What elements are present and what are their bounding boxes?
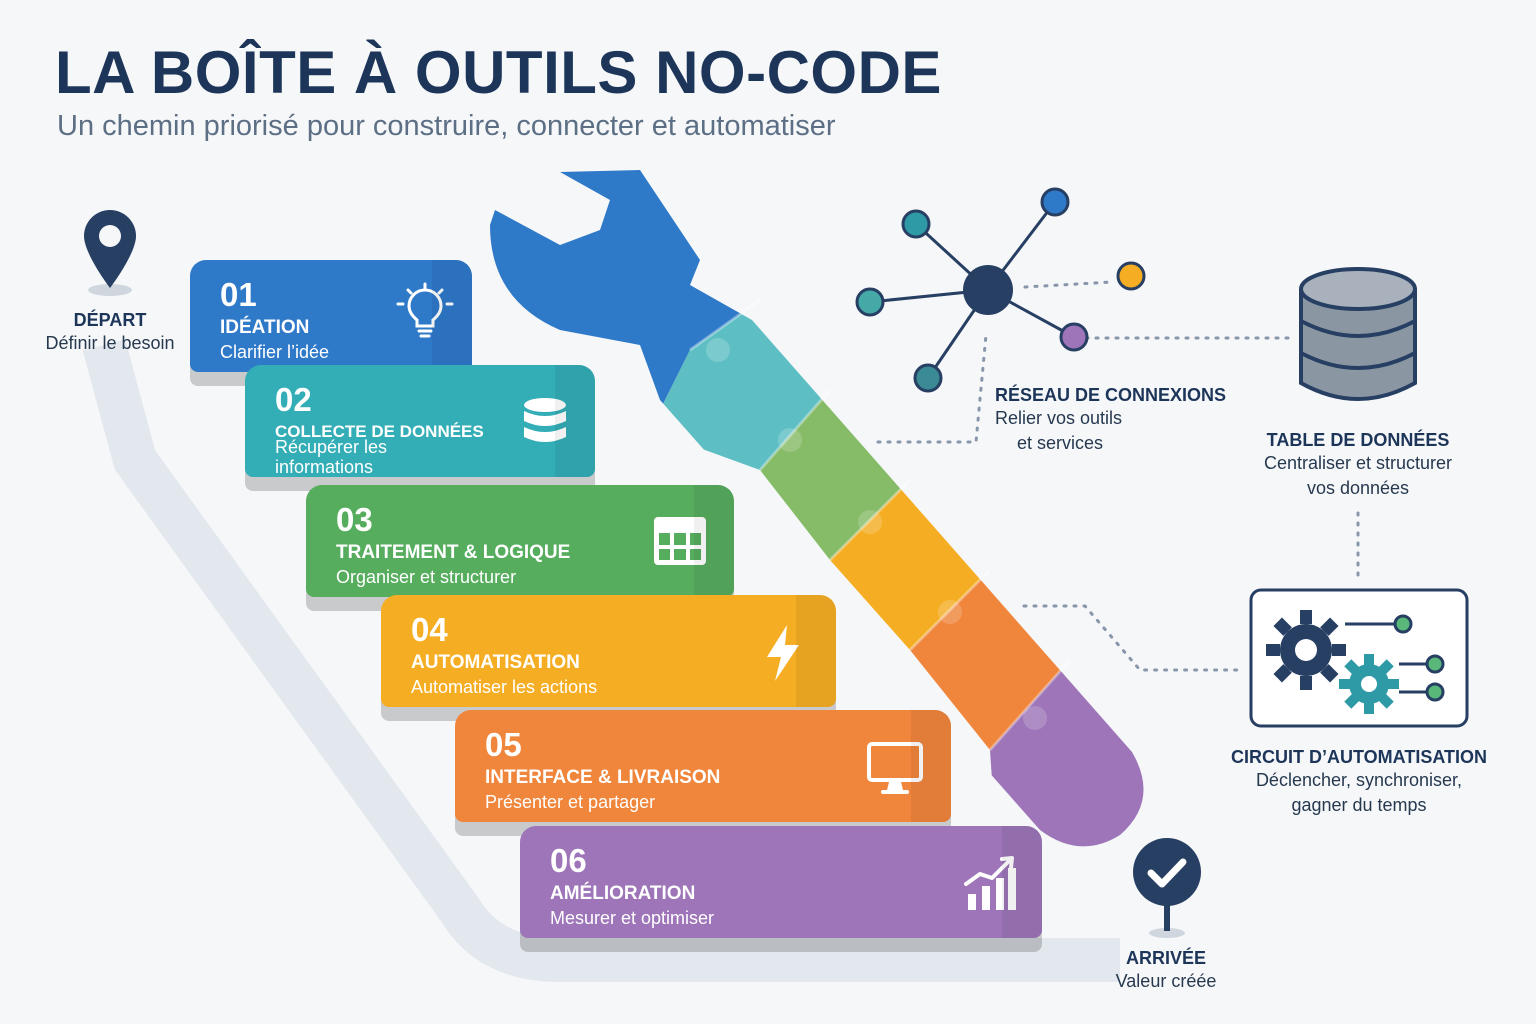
step-number: 06 bbox=[550, 842, 587, 879]
step-name: IDÉATION bbox=[220, 317, 310, 338]
step-name: TRAITEMENT & LOGIQUE bbox=[336, 542, 571, 563]
map-pin-icon bbox=[84, 210, 136, 296]
database-text-2: vos données bbox=[1306, 478, 1410, 498]
table-icon bbox=[654, 517, 706, 565]
step-name: AMÉLIORATION bbox=[550, 883, 696, 904]
network-text-1: Relier vos outils bbox=[995, 408, 1123, 428]
step-3: 03 TRAITEMENT & LOGIQUE Organiser et str… bbox=[306, 485, 734, 597]
network-label: RÉSEAU DE CONNEXIONS Relier vos outils e… bbox=[995, 385, 1230, 456]
step-4: 04 AUTOMATISATION Automatiser les action… bbox=[381, 595, 836, 707]
end-heading: ARRIVÉE bbox=[1125, 948, 1206, 968]
page-subtitle: Un chemin priorisé pour construire, conn… bbox=[57, 110, 836, 142]
step-desc: Mesurer et optimiser bbox=[550, 908, 715, 928]
lightning-icon bbox=[767, 625, 799, 681]
start-label: DÉPART Définir le besoin bbox=[30, 310, 190, 356]
end-label: ARRIVÉE Valeur créée bbox=[1086, 948, 1246, 994]
step-6: 06 AMÉLIORATION Mesurer et optimiser bbox=[520, 826, 1042, 938]
database-cylinder-icon bbox=[1299, 267, 1417, 401]
start-heading: DÉPART bbox=[73, 310, 147, 330]
step-desc: Organiser et structurer bbox=[336, 567, 517, 587]
network-heading: RÉSEAU DE CONNEXIONS bbox=[995, 385, 1227, 405]
step-name: COLLECTE DE DONNÉES bbox=[275, 422, 484, 441]
step-number: 03 bbox=[336, 501, 373, 538]
dotted-connectors bbox=[876, 280, 1360, 672]
database-label: TABLE DE DONNÉES Centraliser et structur… bbox=[1238, 430, 1478, 501]
end-text: Valeur créée bbox=[1115, 971, 1217, 991]
check-pin-icon bbox=[1133, 838, 1201, 938]
step-desc: Récupérer les informations bbox=[275, 437, 388, 477]
step-number: 02 bbox=[275, 381, 312, 418]
network-text-2: et services bbox=[1017, 433, 1104, 453]
step-desc: Clarifier l’idée bbox=[220, 342, 330, 362]
step-2: 02 COLLECTE DE DONNÉES Récupérer les inf… bbox=[245, 365, 595, 477]
network-icon bbox=[855, 187, 1146, 393]
step-number: 04 bbox=[411, 611, 448, 648]
monitor-icon bbox=[867, 742, 923, 794]
step-name: AUTOMATISATION bbox=[411, 652, 580, 673]
database-heading: TABLE DE DONNÉES bbox=[1266, 430, 1450, 450]
gears-icon bbox=[1249, 588, 1469, 728]
step-number: 05 bbox=[485, 726, 522, 763]
step-desc: Automatiser les actions bbox=[411, 677, 598, 697]
start-text: Définir le besoin bbox=[45, 333, 175, 353]
step-desc: Présenter et partager bbox=[485, 792, 656, 812]
step-name: INTERFACE & LIVRAISON bbox=[485, 767, 721, 788]
wrench-segment-4 bbox=[830, 480, 990, 650]
bar-chart-icon bbox=[964, 856, 1016, 910]
circuit-text-2: gagner du temps bbox=[1291, 795, 1427, 815]
step-5: 05 INTERFACE & LIVRAISON Présenter et pa… bbox=[455, 710, 951, 822]
lightbulb-icon bbox=[396, 282, 454, 338]
circuit-text-1: Déclencher, synchroniser, bbox=[1255, 770, 1463, 790]
database-icon bbox=[524, 398, 566, 442]
step-1: 01 IDÉATION Clarifier l’idée bbox=[190, 260, 472, 372]
circuit-label: CIRCUIT D’AUTOMATISATION Déclencher, syn… bbox=[1218, 747, 1500, 818]
circuit-heading: CIRCUIT D’AUTOMATISATION bbox=[1231, 747, 1487, 767]
database-text-1: Centraliser et structurer bbox=[1263, 453, 1453, 473]
step-number: 01 bbox=[220, 276, 257, 313]
page-title: LA BOÎTE À OUTILS NO-CODE bbox=[55, 39, 942, 106]
